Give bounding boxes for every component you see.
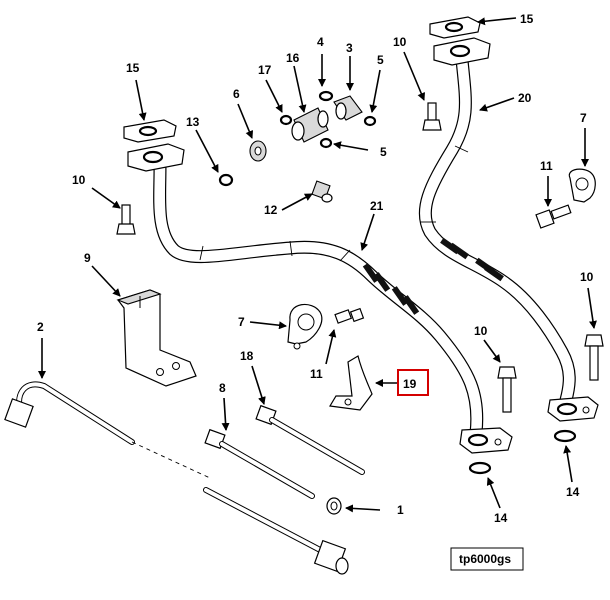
o-ring-5-lower xyxy=(319,137,333,149)
callout-10-lower-mid: 10 xyxy=(474,324,488,338)
callout-19: 19 xyxy=(403,377,417,391)
callout-1: 1 xyxy=(397,503,404,517)
callout-labels: 1 2 3 4 5 5 6 7 7 8 9 10 10 10 10 11 11 … xyxy=(37,12,594,525)
clamp-screw-11-right xyxy=(535,204,572,229)
callout-21: 21 xyxy=(370,199,384,213)
callout-20: 20 xyxy=(518,91,532,105)
washer-13 xyxy=(218,173,234,187)
callout-12: 12 xyxy=(264,203,278,217)
spacer-washer-6 xyxy=(249,140,267,162)
callout-16: 16 xyxy=(286,51,300,65)
hose-lower-segment xyxy=(203,487,349,575)
callout-8: 8 xyxy=(219,381,226,395)
leader-lines xyxy=(38,17,597,513)
callout-15-left: 15 xyxy=(126,61,140,75)
plug-fitting-12 xyxy=(311,180,333,203)
callout-14-right: 14 xyxy=(566,485,580,499)
hose-assembly-2 xyxy=(4,381,211,479)
tube-clamp-7-right xyxy=(568,168,596,203)
tube-20-lower-flange xyxy=(547,396,599,422)
callout-14-left: 14 xyxy=(494,511,508,525)
bolt-10-left xyxy=(116,204,136,235)
tube-clamp-7-center xyxy=(287,303,323,350)
long-tube-8 xyxy=(204,428,315,499)
callout-7-center: 7 xyxy=(238,315,245,329)
callout-3: 3 xyxy=(346,41,353,55)
callout-15-right: 15 xyxy=(520,12,534,26)
callout-11-right: 11 xyxy=(540,159,553,173)
o-ring-14-left xyxy=(468,461,492,475)
tube-21-lower-flange xyxy=(459,427,513,454)
callout-10-lower-right: 10 xyxy=(580,270,594,284)
oil-tube-20 xyxy=(418,53,576,407)
callout-5-upper: 5 xyxy=(377,53,384,67)
callout-9: 9 xyxy=(84,251,91,265)
callout-17: 17 xyxy=(258,63,272,77)
callout-4: 4 xyxy=(317,35,324,49)
tube-21-upper-flange xyxy=(127,143,185,172)
bolt-10-lower-right xyxy=(584,334,604,381)
o-ring-14-right xyxy=(553,429,577,443)
flange-gasket-right xyxy=(429,16,481,39)
oil-tube-21 xyxy=(153,161,484,440)
fitting-nut-3 xyxy=(333,95,363,121)
callout-10-upper-right: 10 xyxy=(393,35,407,49)
callout-11-center: 11 xyxy=(310,367,323,381)
callout-7-right: 7 xyxy=(580,111,587,125)
callout-6: 6 xyxy=(233,87,240,101)
bolt-10-upper-right xyxy=(422,102,442,131)
o-ring-5-upper xyxy=(363,115,377,127)
flange-gasket-left xyxy=(123,119,177,143)
mounting-bracket-9 xyxy=(116,289,197,387)
support-bracket-19 xyxy=(329,355,373,411)
callout-5-lower: 5 xyxy=(380,145,387,159)
callout-19-highlight-box xyxy=(397,369,429,396)
tube-20-upper-flange xyxy=(433,37,491,66)
callout-10-left: 10 xyxy=(72,173,86,187)
bolt-10-lower-mid xyxy=(497,366,517,413)
drawing-code-label: tp6000gs xyxy=(450,547,524,571)
clamp-screw-11-center xyxy=(334,307,365,324)
ferrule-1 xyxy=(326,497,342,515)
o-ring-4 xyxy=(318,90,334,102)
callout-18: 18 xyxy=(240,349,254,363)
drawing-code-text: tp6000gs xyxy=(459,552,511,566)
o-ring-17 xyxy=(279,114,293,126)
union-fitting-16 xyxy=(291,107,329,143)
long-tube-18 xyxy=(255,404,365,475)
callout-13: 13 xyxy=(186,115,200,129)
callout-2: 2 xyxy=(37,320,44,334)
